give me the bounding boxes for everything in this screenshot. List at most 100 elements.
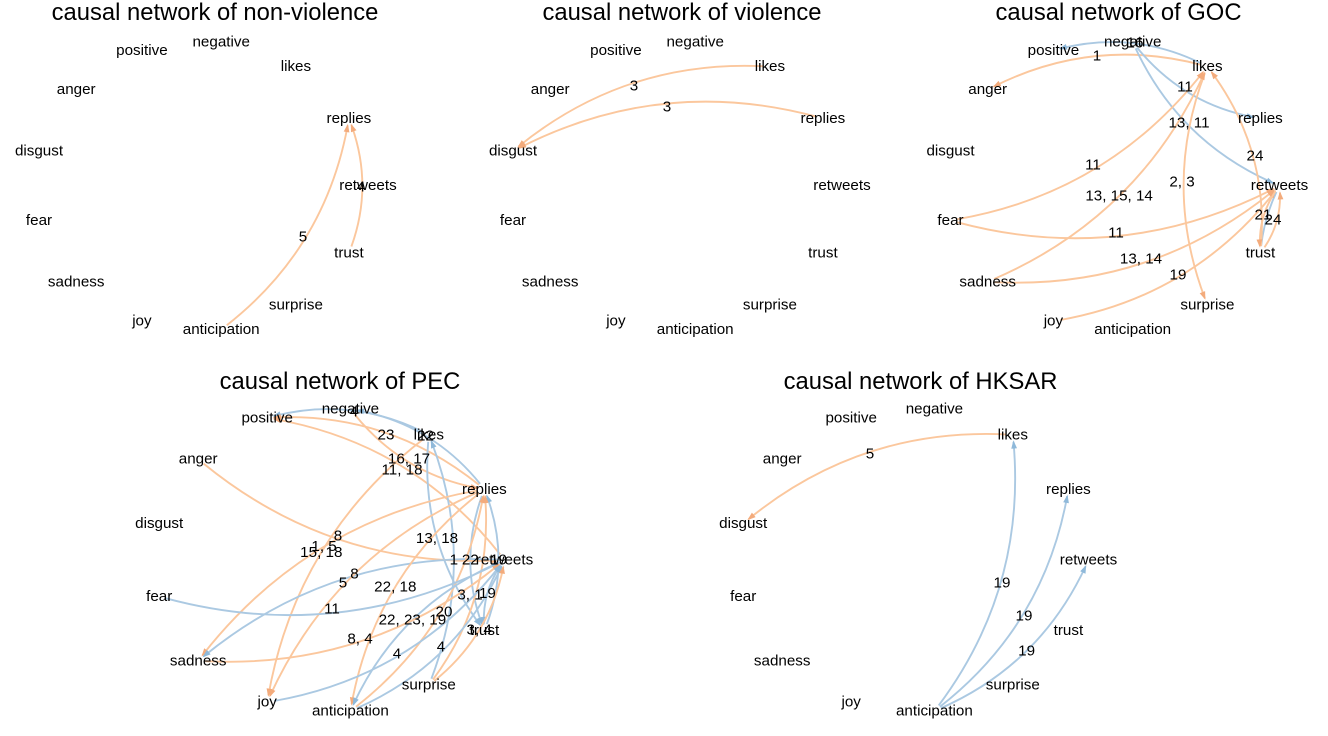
svg-text:joy: joy: [1043, 313, 1064, 330]
svg-text:11: 11: [1177, 79, 1193, 96]
svg-text:retweets: retweets: [813, 177, 871, 194]
svg-text:19: 19: [1018, 642, 1035, 659]
svg-text:fear: fear: [146, 588, 172, 605]
svg-text:causal network of non-violence: causal network of non-violence: [52, 0, 379, 26]
svg-text:22: 22: [417, 427, 434, 444]
svg-text:13, 14: 13, 14: [1120, 251, 1162, 268]
svg-text:8: 8: [334, 528, 342, 545]
svg-text:negative: negative: [192, 34, 249, 51]
svg-text:11: 11: [1085, 157, 1101, 174]
svg-text:trust: trust: [808, 245, 838, 262]
svg-text:19: 19: [479, 585, 496, 602]
svg-text:anticipation: anticipation: [183, 321, 260, 338]
svg-text:disgust: disgust: [15, 143, 64, 160]
svg-text:5: 5: [866, 446, 874, 463]
svg-text:likes: likes: [414, 426, 445, 443]
svg-text:negative: negative: [906, 401, 963, 418]
svg-text:negative: negative: [1104, 34, 1161, 51]
svg-text:19: 19: [1170, 267, 1187, 284]
svg-text:joy: joy: [131, 313, 152, 330]
svg-text:causal network of GOC: causal network of GOC: [996, 0, 1242, 26]
svg-text:surprise: surprise: [402, 677, 456, 694]
svg-text:likes: likes: [755, 58, 786, 75]
svg-text:5: 5: [299, 229, 307, 246]
svg-text:likes: likes: [1192, 58, 1223, 75]
svg-text:24: 24: [1265, 212, 1282, 229]
svg-text:4: 4: [357, 179, 365, 196]
svg-text:positive: positive: [116, 42, 168, 59]
svg-text:replies: replies: [1046, 481, 1091, 498]
svg-text:20: 20: [436, 604, 453, 621]
svg-text:8, 4: 8, 4: [347, 631, 372, 648]
svg-text:replies: replies: [1238, 110, 1283, 127]
svg-text:21: 21: [1255, 207, 1272, 224]
svg-text:16, 17: 16, 17: [388, 451, 430, 468]
svg-text:13, 18: 13, 18: [416, 530, 458, 547]
svg-text:1: 1: [1093, 48, 1101, 65]
svg-text:4: 4: [393, 646, 401, 663]
svg-text:surprise: surprise: [986, 677, 1040, 694]
svg-text:sadness: sadness: [754, 652, 811, 669]
svg-text:23: 23: [378, 427, 395, 444]
svg-text:19: 19: [490, 552, 507, 569]
svg-text:disgust: disgust: [489, 143, 538, 160]
svg-text:8: 8: [350, 566, 358, 583]
svg-text:16: 16: [1127, 35, 1144, 52]
svg-text:sadness: sadness: [48, 273, 105, 290]
svg-text:likes: likes: [281, 58, 312, 75]
svg-text:fear: fear: [730, 588, 756, 605]
svg-text:negative: negative: [322, 401, 379, 418]
svg-text:4: 4: [350, 404, 358, 421]
svg-text:retweets: retweets: [339, 177, 397, 194]
svg-text:anger: anger: [763, 451, 802, 468]
svg-text:replies: replies: [801, 110, 846, 127]
svg-text:22, 23, 19: 22, 23, 19: [379, 612, 447, 629]
svg-text:replies: replies: [462, 481, 507, 498]
svg-text:anger: anger: [179, 451, 218, 468]
svg-text:anticipation: anticipation: [896, 703, 973, 720]
svg-text:disgust: disgust: [719, 515, 768, 532]
svg-text:trust: trust: [1054, 622, 1084, 639]
svg-text:anger: anger: [531, 81, 570, 98]
svg-text:24: 24: [1247, 148, 1264, 165]
svg-text:joy: joy: [256, 694, 277, 711]
svg-text:3, 1: 3, 1: [457, 587, 482, 604]
svg-text:anger: anger: [968, 81, 1007, 98]
svg-text:anticipation: anticipation: [657, 321, 734, 338]
svg-text:11: 11: [324, 601, 340, 618]
svg-text:22, 18: 22, 18: [374, 578, 416, 595]
svg-text:retweets: retweets: [1251, 177, 1309, 194]
svg-text:positive: positive: [825, 409, 877, 426]
svg-text:replies: replies: [327, 110, 372, 127]
svg-text:trust: trust: [334, 245, 364, 262]
svg-text:trust: trust: [1246, 245, 1276, 262]
svg-text:joy: joy: [605, 313, 626, 330]
svg-text:22: 22: [462, 552, 479, 569]
svg-text:surprise: surprise: [269, 296, 323, 313]
svg-text:retweets: retweets: [1060, 552, 1118, 569]
svg-text:1: 1: [450, 552, 458, 569]
svg-text:surprise: surprise: [1180, 296, 1234, 313]
svg-text:fear: fear: [26, 212, 52, 229]
svg-text:4: 4: [437, 639, 445, 656]
svg-text:fear: fear: [500, 212, 526, 229]
svg-text:trust: trust: [470, 622, 500, 639]
svg-text:retweets: retweets: [476, 552, 534, 569]
svg-text:positive: positive: [1028, 42, 1080, 59]
svg-text:negative: negative: [666, 34, 723, 51]
svg-text:3: 3: [630, 78, 638, 95]
svg-text:3: 3: [663, 99, 671, 116]
svg-text:surprise: surprise: [743, 296, 797, 313]
svg-text:anger: anger: [57, 81, 96, 98]
svg-text:anticipation: anticipation: [1094, 321, 1171, 338]
svg-text:causal network of violence: causal network of violence: [542, 0, 821, 26]
svg-text:sadness: sadness: [959, 273, 1016, 290]
svg-text:sadness: sadness: [522, 273, 579, 290]
svg-text:13, 15, 14: 13, 15, 14: [1085, 188, 1153, 205]
svg-text:15, 18: 15, 18: [300, 544, 342, 561]
svg-text:likes: likes: [998, 426, 1029, 443]
svg-text:anticipation: anticipation: [312, 703, 389, 720]
svg-text:11, 18: 11, 18: [381, 462, 422, 479]
svg-text:3, 4: 3, 4: [467, 622, 492, 639]
svg-text:fear: fear: [937, 212, 963, 229]
